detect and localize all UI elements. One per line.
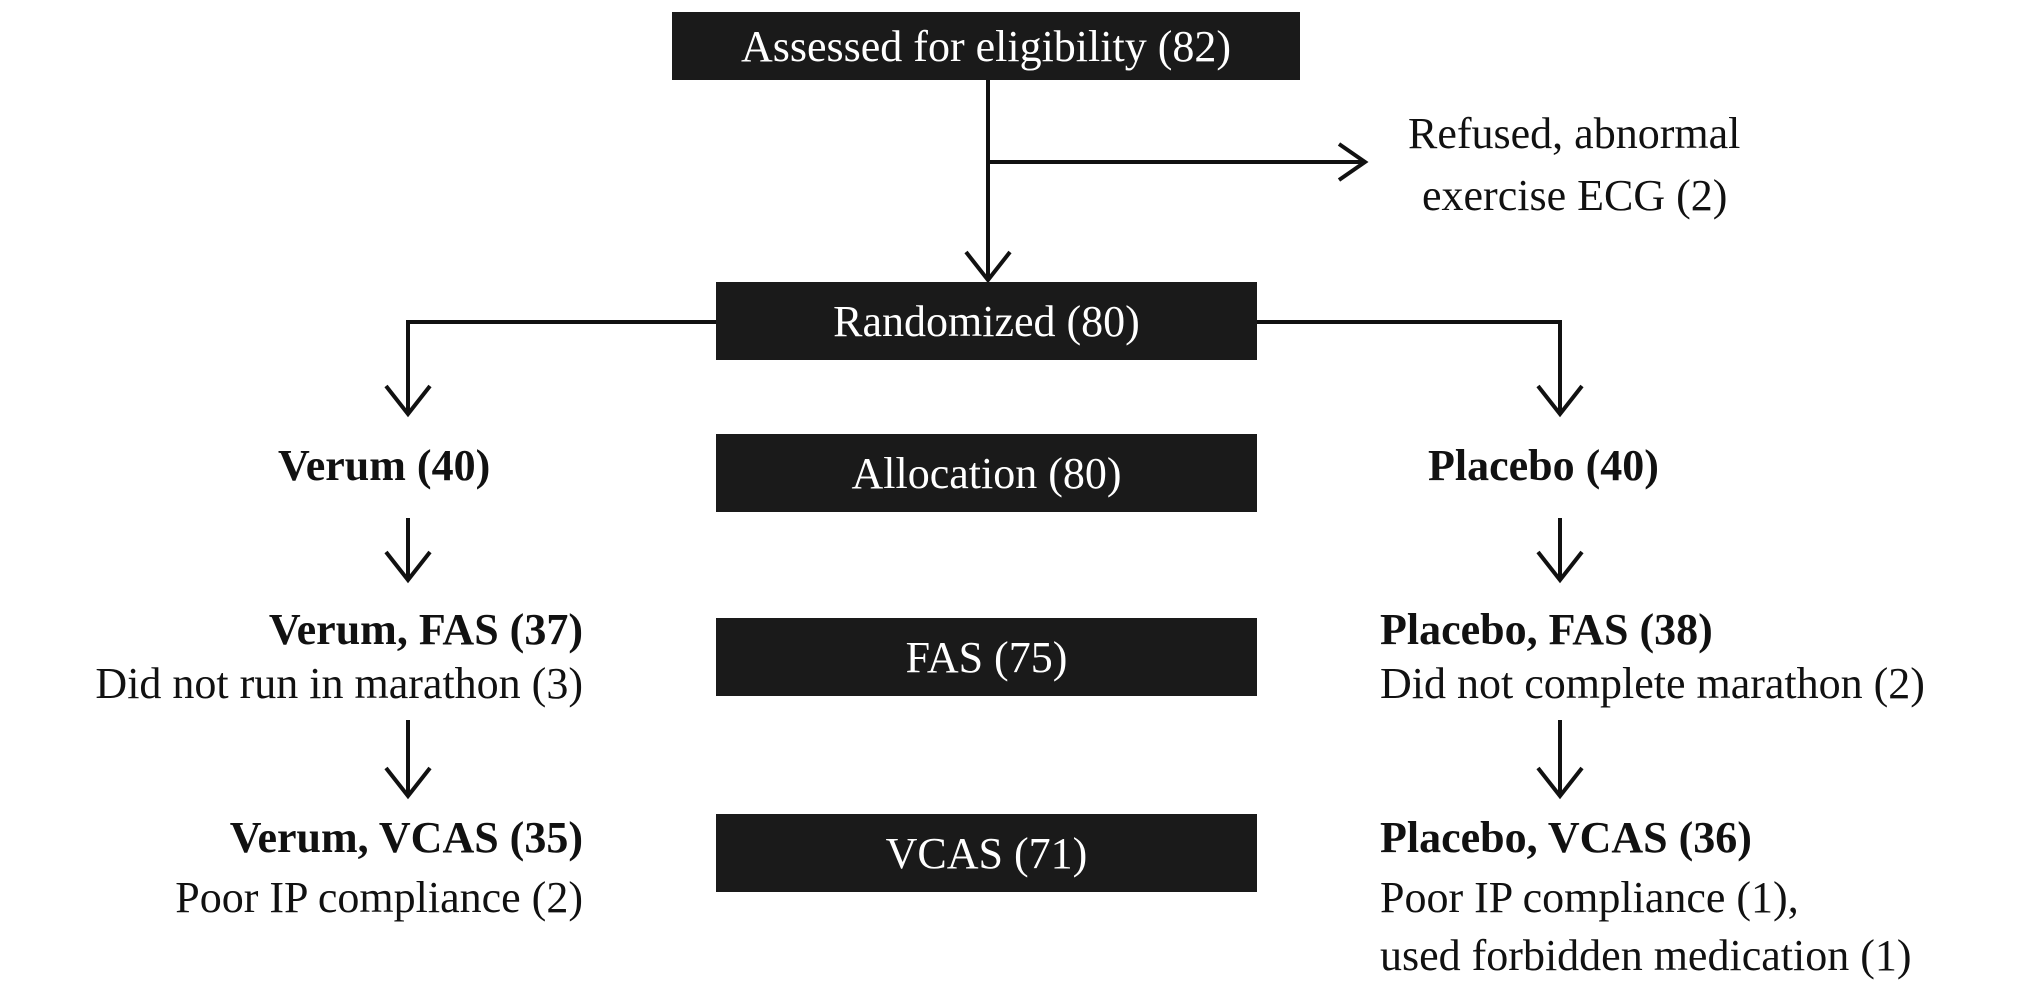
connector-randomized-placebo: [1257, 320, 1562, 412]
arrow-to-verum: [384, 384, 432, 418]
arrow-to-verum-vcas: [384, 766, 432, 800]
fas-label: FAS (75): [905, 632, 1068, 682]
placebo-vcas: Placebo, VCAS (36): [1380, 813, 1752, 862]
arrow-to-excluded: [1337, 142, 1369, 182]
arrow-to-placebo: [1536, 384, 1584, 418]
verum-vcas: Verum, VCAS (35): [229, 813, 583, 862]
assessed-label: Assessed for eligibility (82): [740, 21, 1232, 71]
verum-fas-note: Did not run in marathon (3): [95, 659, 583, 708]
excluded-line-2: exercise ECG (2): [1422, 171, 1728, 220]
arrow-to-randomized: [964, 250, 1012, 284]
allocation-label: Allocation (80): [851, 448, 1122, 498]
verum-fas: Verum, FAS (37): [268, 605, 583, 654]
arrow-to-placebo-vcas: [1536, 766, 1584, 800]
vcas-box: VCAS (71): [716, 814, 1257, 892]
excluded-line-1: Refused, abnormal: [1408, 109, 1741, 158]
verum-group: Verum (40): [278, 441, 491, 490]
fas-box: FAS (75): [716, 618, 1257, 696]
connector-randomized-verum: [406, 320, 716, 412]
placebo-fas: Placebo, FAS (38): [1380, 605, 1713, 654]
vcas-label: VCAS (71): [885, 828, 1088, 878]
verum-vcas-note: Poor IP compliance (2): [175, 873, 583, 922]
arrow-to-placebo-fas: [1536, 550, 1584, 584]
placebo-group: Placebo (40): [1428, 441, 1659, 490]
arrow-to-verum-fas: [384, 550, 432, 584]
randomized-label: Randomized (80): [833, 296, 1140, 346]
randomized-box: Randomized (80): [716, 282, 1257, 360]
allocation-box: Allocation (80): [716, 434, 1257, 512]
placebo-fas-note: Did not complete marathon (2): [1380, 659, 1925, 708]
placebo-vcas-note-2: used forbidden medication (1): [1380, 931, 1912, 980]
assessed-box: Assessed for eligibility (82): [672, 12, 1300, 80]
placebo-vcas-note-1: Poor IP compliance (1),: [1380, 873, 1799, 922]
